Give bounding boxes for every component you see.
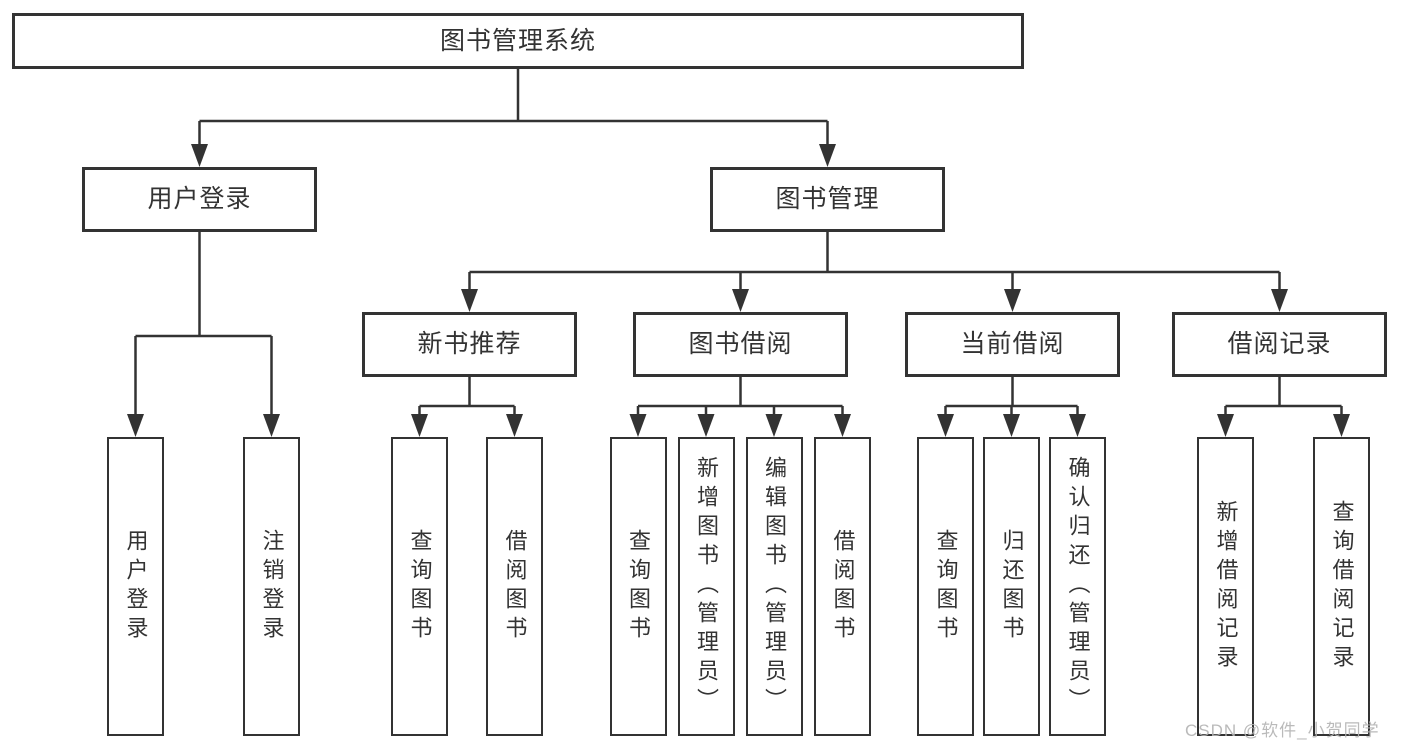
leaf-borrow-books: 借阅图书 bbox=[814, 437, 871, 736]
node-label: 新书推荐 bbox=[417, 330, 522, 358]
leaf-query-borrow-record: 查询借阅记录 bbox=[1313, 437, 1370, 736]
node-borrowing-records: 借阅记录 bbox=[1172, 312, 1387, 377]
leaf-label: 用户登录 bbox=[123, 528, 149, 645]
node-label: 图书管理系统 bbox=[439, 26, 596, 55]
leaf-label: 确认归还（管理员） bbox=[1065, 456, 1091, 717]
leaf-query-books-recommend: 查询图书 bbox=[391, 437, 448, 736]
leaf-query-books-borrowing: 查询图书 bbox=[609, 437, 667, 736]
leaf-add-books-admin: 新增图书（管理员） bbox=[677, 437, 735, 736]
leaf-query-books-current: 查询图书 bbox=[917, 437, 974, 736]
node-current-borrowing: 当前借阅 bbox=[905, 312, 1120, 377]
leaf-return-books: 归还图书 bbox=[983, 437, 1040, 736]
leaf-borrow-books-recommend: 借阅图书 bbox=[486, 437, 543, 736]
leaf-label: 查询图书 bbox=[407, 528, 433, 645]
leaf-label: 新增借阅记录 bbox=[1213, 499, 1239, 674]
node-label: 借阅记录 bbox=[1227, 330, 1332, 358]
leaf-confirm-return-admin: 确认归还（管理员） bbox=[1049, 437, 1106, 736]
leaf-label: 查询图书 bbox=[933, 528, 959, 645]
leaf-label: 查询借阅记录 bbox=[1329, 499, 1355, 674]
node-new-book-recommend: 新书推荐 bbox=[362, 312, 577, 377]
leaf-label: 编辑图书（管理员） bbox=[762, 456, 787, 717]
node-label: 图书借阅 bbox=[688, 330, 793, 358]
leaf-edit-books-admin: 编辑图书（管理员） bbox=[745, 437, 803, 736]
leaf-label: 新增图书（管理员） bbox=[694, 456, 719, 717]
leaf-logout-login: 注销登录 bbox=[243, 437, 300, 736]
leaf-label: 归还图书 bbox=[999, 528, 1025, 645]
arrowheads bbox=[127, 144, 1350, 437]
node-label: 图书管理 bbox=[775, 185, 880, 213]
leaf-label: 注销登录 bbox=[259, 528, 285, 645]
node-book-borrowing: 图书借阅 bbox=[633, 312, 848, 377]
node-root-library-management-system: 图书管理系统 bbox=[12, 13, 1024, 69]
leaf-label: 查询图书 bbox=[626, 528, 651, 645]
node-label: 当前借阅 bbox=[960, 330, 1065, 358]
leaf-label: 借阅图书 bbox=[830, 528, 856, 645]
node-label: 用户登录 bbox=[147, 185, 252, 213]
leaf-user-login: 用户登录 bbox=[107, 437, 164, 736]
tree-edges bbox=[134, 69, 1343, 420]
leaf-label: 借阅图书 bbox=[502, 528, 528, 645]
csdn-watermark: CSDN @软件_小贺同学 bbox=[1185, 721, 1380, 740]
node-book-management: 图书管理 bbox=[710, 167, 945, 232]
node-user-login: 用户登录 bbox=[82, 167, 317, 232]
leaf-add-borrow-record: 新增借阅记录 bbox=[1197, 437, 1254, 736]
